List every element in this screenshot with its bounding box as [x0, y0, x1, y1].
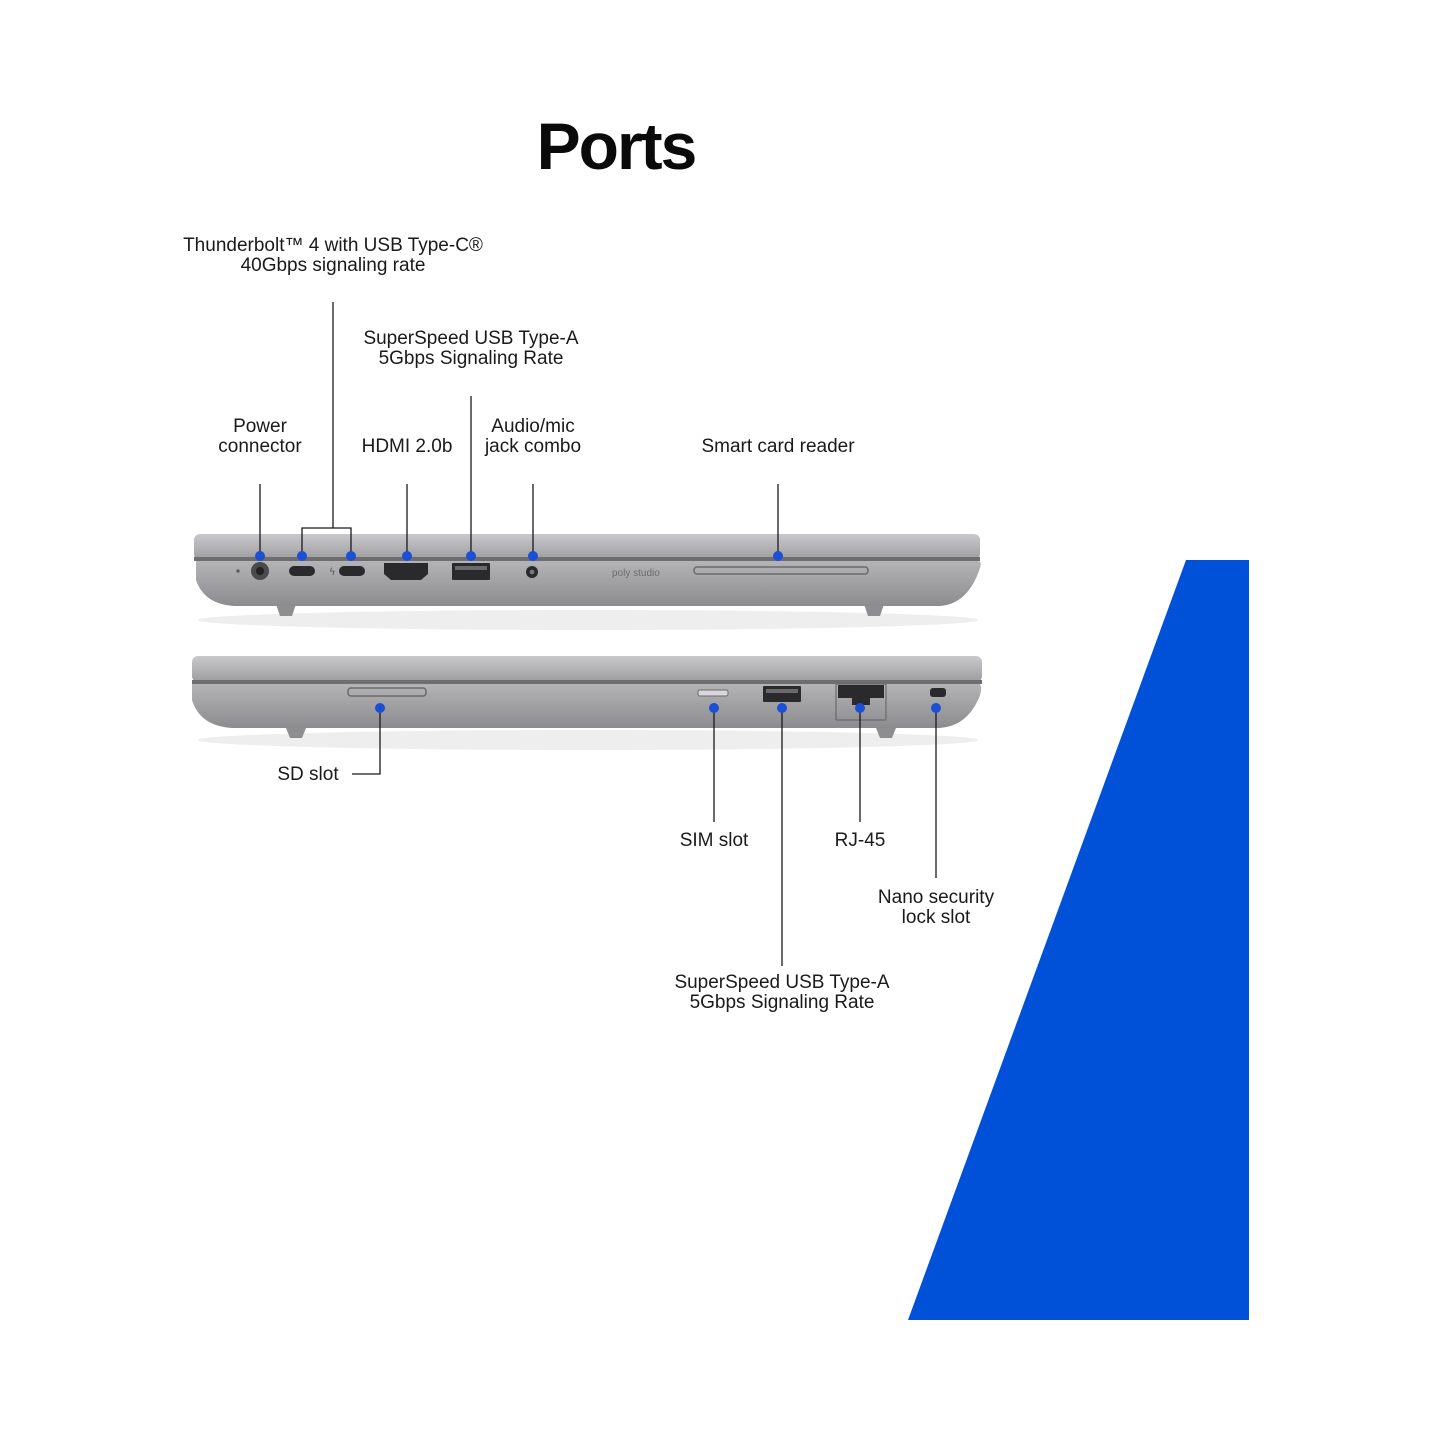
label-sd-slot: SD slot [277, 764, 339, 785]
port-markers [255, 551, 941, 713]
page-title: Ports [536, 109, 698, 183]
label-thunderbolt: Thunderbolt™ 4 with USB Type-C®40Gbps si… [183, 235, 483, 276]
leader-lines [259, 302, 937, 966]
label-sim-slot: SIM slot [679, 830, 749, 851]
label-rj45: RJ-45 [834, 830, 886, 851]
laptop-left-side-view: ϟ poly studio [194, 534, 981, 630]
label-smart-card-reader: Smart card reader [701, 436, 855, 457]
laptop-right-side-view [192, 656, 982, 750]
label-hdmi: HDMI 2.0b [361, 436, 453, 457]
brand-logo: poly studio [612, 568, 660, 579]
svg-text:ϟ: ϟ [329, 567, 336, 578]
